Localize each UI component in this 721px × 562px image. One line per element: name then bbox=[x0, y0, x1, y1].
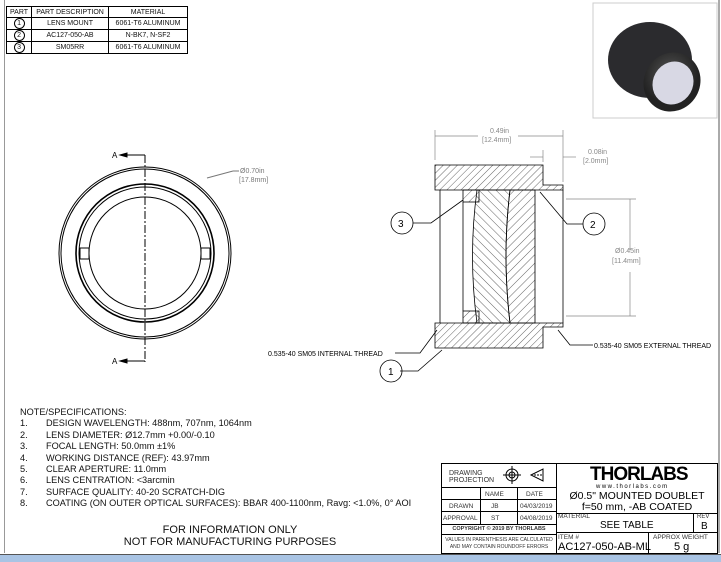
dimensions bbox=[434, 130, 636, 317]
balloon-3: 3 bbox=[398, 219, 404, 230]
approval-label: APPROVAL bbox=[443, 515, 478, 522]
rev-label: REV bbox=[697, 514, 710, 520]
drawn-date: 04/03/2019 bbox=[520, 503, 553, 510]
third-angle-projection-icon bbox=[503, 466, 544, 484]
part-balloon: 1 bbox=[13, 18, 25, 29]
outer-diameter-mm: [17.8mm] bbox=[239, 177, 268, 184]
note-item: 7.SURFACE QUALITY: 40-20 SCRATCH-DIG bbox=[20, 486, 226, 497]
section-label-bottom: A bbox=[112, 357, 118, 366]
approval-date: 04/08/2019 bbox=[520, 515, 553, 522]
outer-diameter-in: Ø0.70in bbox=[240, 168, 265, 175]
weight-label: APPROX WEIGHT bbox=[653, 534, 708, 541]
section-label-top: A bbox=[112, 151, 118, 160]
length-dim-mm: [12.4mm] bbox=[482, 137, 511, 144]
thorlabs-logo: THORLABS bbox=[590, 464, 689, 485]
length-dim-in: 0.49in bbox=[490, 128, 509, 135]
disclaimer-line: NOT FOR MANUFACTURING PURPOSES bbox=[123, 536, 337, 548]
material-value: SEE TABLE bbox=[600, 520, 654, 531]
material-label: MATERIAL bbox=[558, 513, 591, 520]
part-balloon: 2 bbox=[13, 30, 25, 41]
external-thread-callout: 0.535-40 SM05 EXTERNAL THREAD bbox=[594, 343, 711, 350]
name-header: NAME bbox=[485, 491, 504, 498]
weight-value: 5 g bbox=[674, 541, 690, 553]
note-item: 1.DESIGN WAVELENGTH: 488nm, 707nm, 1064n… bbox=[20, 418, 252, 429]
part-description: SM05RR bbox=[31, 41, 110, 54]
section-view bbox=[434, 164, 564, 349]
drawn-name: JB bbox=[491, 503, 499, 510]
note-item: 6.LENS CENTRATION: <3arcmin bbox=[20, 475, 175, 486]
drawn-label: DRAWN bbox=[449, 503, 474, 510]
website: www.thorlabs.com bbox=[596, 484, 669, 490]
internal-thread-callout: 0.535-40 SM05 INTERNAL THREAD bbox=[268, 351, 383, 358]
notes-specifications: NOTE/SPECIFICATIONS: 1.DESIGN WAVELENGTH… bbox=[20, 407, 411, 510]
balloon-1: 1 bbox=[388, 367, 394, 378]
note-item: 5.CLEAR APERTURE: 11.0mm bbox=[20, 464, 167, 475]
part-balloon: 3 bbox=[13, 42, 25, 53]
step-dim-in: 0.08in bbox=[588, 149, 607, 156]
step-dim-mm: [2.0mm] bbox=[583, 158, 608, 165]
note-item: 4.WORKING DISTANCE (REF): 43.97mm bbox=[20, 452, 210, 463]
part-material: 6061-T6 ALUMINUM bbox=[108, 41, 189, 54]
isometric-render bbox=[592, 2, 718, 119]
note-item: 3.FOCAL LENGTH: 50.0mm ±1% bbox=[20, 441, 176, 452]
bore-dim-mm: [11.4mm] bbox=[612, 258, 641, 265]
note-item: 8.COATING (ON OUTER OPTICAL SURFACES): B… bbox=[20, 498, 412, 509]
values-note: VALUES IN PARENTHESIS ARE CALCULATED AND… bbox=[445, 537, 553, 550]
item-label: ITEM # bbox=[558, 534, 579, 541]
window-bottom-bar bbox=[0, 554, 721, 562]
drawing-projection-label: DRAWING PROJECTION bbox=[449, 470, 495, 484]
header-part: PART bbox=[5, 6, 33, 18]
disclaimer: FOR INFORMATION ONLY NOT FOR MANUFACTURI… bbox=[105, 524, 355, 548]
rev-value: B bbox=[701, 521, 708, 532]
approval-name: ST bbox=[491, 515, 500, 522]
drawing-frame bbox=[4, 0, 720, 553]
disclaimer-line: FOR INFORMATION ONLY bbox=[162, 524, 298, 536]
leader-lines bbox=[379, 191, 606, 383]
copyright: COPYRIGHT © 2019 BY THORLABS bbox=[452, 526, 546, 532]
balloon-2: 2 bbox=[590, 220, 596, 231]
notes-title: NOTE/SPECIFICATIONS: bbox=[20, 407, 127, 417]
note-item: 2.LENS DIAMETER: Ø12.7mm +0.00/-0.10 bbox=[20, 429, 215, 440]
bore-dim-in: Ø0.45in bbox=[615, 248, 640, 255]
front-view bbox=[58, 152, 239, 364]
item-number: AC127-050-AB-ML bbox=[558, 541, 651, 553]
date-header: DATE bbox=[526, 491, 543, 498]
